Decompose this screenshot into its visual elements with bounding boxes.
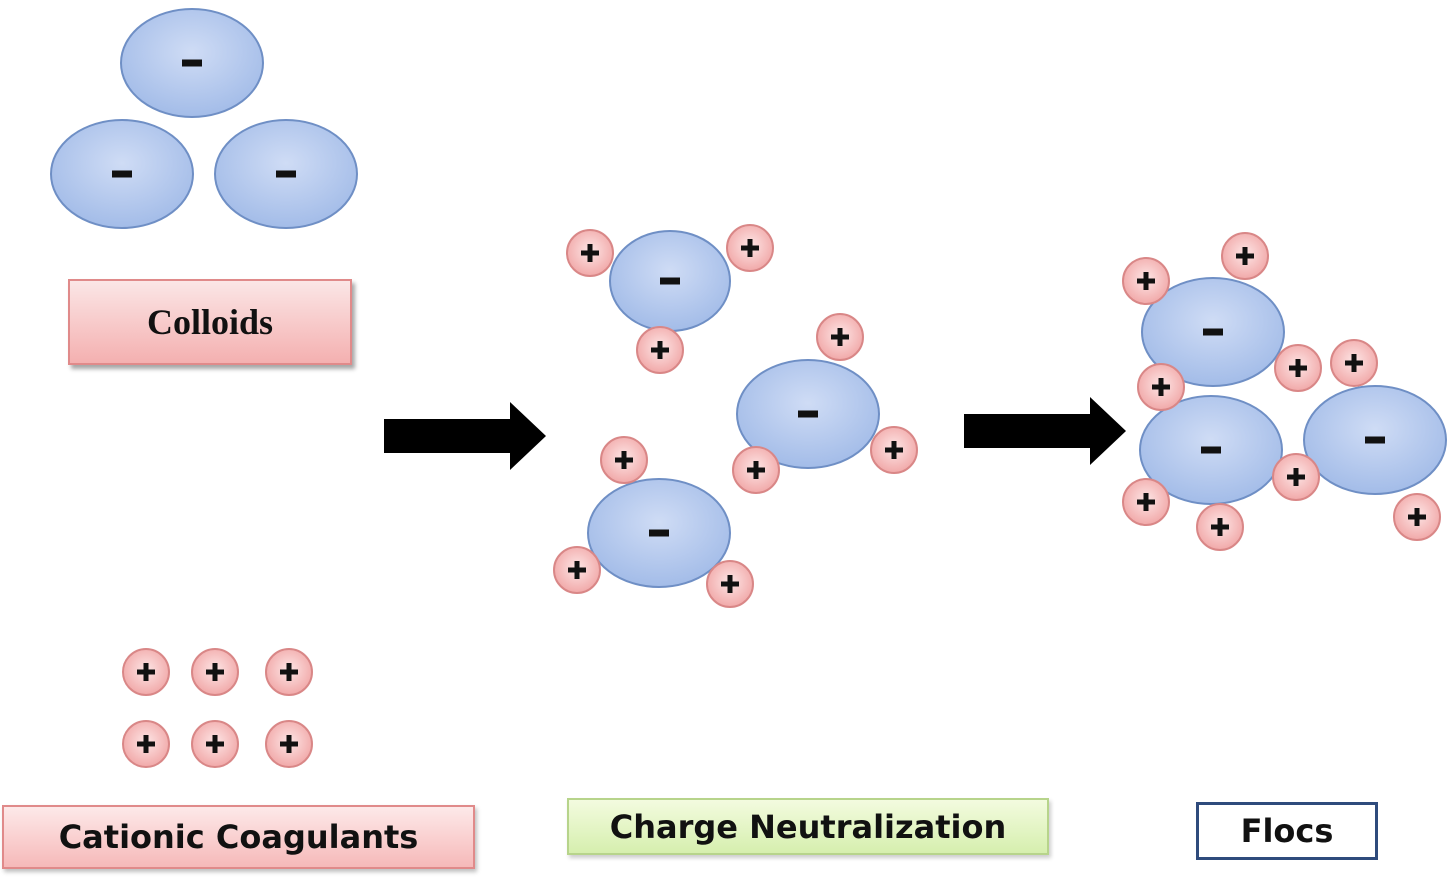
- neutralization-cation-6: [732, 446, 780, 494]
- cation-particles: [122, 224, 1441, 768]
- neutralized-colloid-2: [736, 359, 880, 469]
- positive-charge-icon: [1408, 508, 1426, 526]
- positive-charge-icon: [1137, 493, 1155, 511]
- negative-charge-icon: [649, 529, 669, 537]
- neutralization-cation-5: [870, 426, 918, 474]
- neutralization-cation-7: [600, 436, 648, 484]
- neutralization-cation-1: [566, 229, 614, 277]
- neutralization-cation-4: [816, 313, 864, 361]
- negative-charge-icon: [1201, 446, 1221, 454]
- colloid-particles: [50, 8, 1447, 588]
- floc-cation-9: [1393, 493, 1441, 541]
- neutralization-cation-8: [553, 546, 601, 594]
- colloid-top: [120, 8, 264, 118]
- coagulant-cation-1: [122, 648, 170, 696]
- floc-cation-5: [1137, 363, 1185, 411]
- positive-charge-icon: [1152, 378, 1170, 396]
- positive-charge-icon: [1211, 518, 1229, 536]
- neutralization-cation-3: [636, 326, 684, 374]
- negative-charge-icon: [276, 170, 296, 178]
- positive-charge-icon: [581, 244, 599, 262]
- floc-cation-8: [1196, 503, 1244, 551]
- neutralized-colloid-1: [609, 230, 731, 332]
- floc-cation-1: [1221, 232, 1269, 280]
- positive-charge-icon: [1289, 359, 1307, 377]
- negative-charge-icon: [1203, 328, 1223, 336]
- arrow-to-flocs: [964, 397, 1126, 465]
- positive-charge-icon: [651, 341, 669, 359]
- positive-charge-icon: [206, 735, 224, 753]
- negative-charge-icon: [660, 277, 680, 285]
- flocs-label: Flocs: [1196, 802, 1378, 860]
- colloid-right: [214, 119, 358, 229]
- positive-charge-icon: [885, 441, 903, 459]
- negative-charge-icon: [798, 410, 818, 418]
- positive-charge-icon: [137, 735, 155, 753]
- colloid-left: [50, 119, 194, 229]
- positive-charge-icon: [137, 663, 155, 681]
- floc-cation-4: [1330, 339, 1378, 387]
- positive-charge-icon: [615, 451, 633, 469]
- positive-charge-icon: [1137, 272, 1155, 290]
- floc-cation-6: [1272, 453, 1320, 501]
- coagulant-cation-4: [122, 720, 170, 768]
- floc-cation-2: [1122, 257, 1170, 305]
- coagulant-cation-3: [265, 648, 313, 696]
- floc-colloid-2: [1139, 395, 1283, 505]
- positive-charge-icon: [747, 461, 765, 479]
- floc-colloid-1: [1141, 277, 1285, 387]
- colloids-label: Colloids: [68, 279, 352, 365]
- floc-colloid-3: [1303, 385, 1447, 495]
- neutralization-cation-2: [726, 224, 774, 272]
- negative-charge-icon: [112, 170, 132, 178]
- coagulant-cation-5: [191, 720, 239, 768]
- positive-charge-icon: [1287, 468, 1305, 486]
- positive-charge-icon: [1236, 247, 1254, 265]
- neutralized-colloid-3: [587, 478, 731, 588]
- negative-charge-icon: [1365, 436, 1385, 444]
- negative-charge-icon: [182, 59, 202, 67]
- floc-cation-3: [1274, 344, 1322, 392]
- positive-charge-icon: [741, 239, 759, 257]
- positive-charge-icon: [721, 575, 739, 593]
- coagulant-cation-6: [265, 720, 313, 768]
- positive-charge-icon: [568, 561, 586, 579]
- positive-charge-icon: [280, 735, 298, 753]
- charge-neutralization-label: Charge Neutralization: [567, 798, 1049, 855]
- positive-charge-icon: [206, 663, 224, 681]
- cationic-coagulants-label: Cationic Coagulants: [2, 805, 475, 869]
- arrow-to-neutralization: [384, 402, 546, 470]
- process-arrows: [384, 397, 1126, 470]
- neutralization-cation-9: [706, 560, 754, 608]
- positive-charge-icon: [831, 328, 849, 346]
- floc-cation-7: [1122, 478, 1170, 526]
- positive-charge-icon: [1345, 354, 1363, 372]
- coagulant-cation-2: [191, 648, 239, 696]
- positive-charge-icon: [280, 663, 298, 681]
